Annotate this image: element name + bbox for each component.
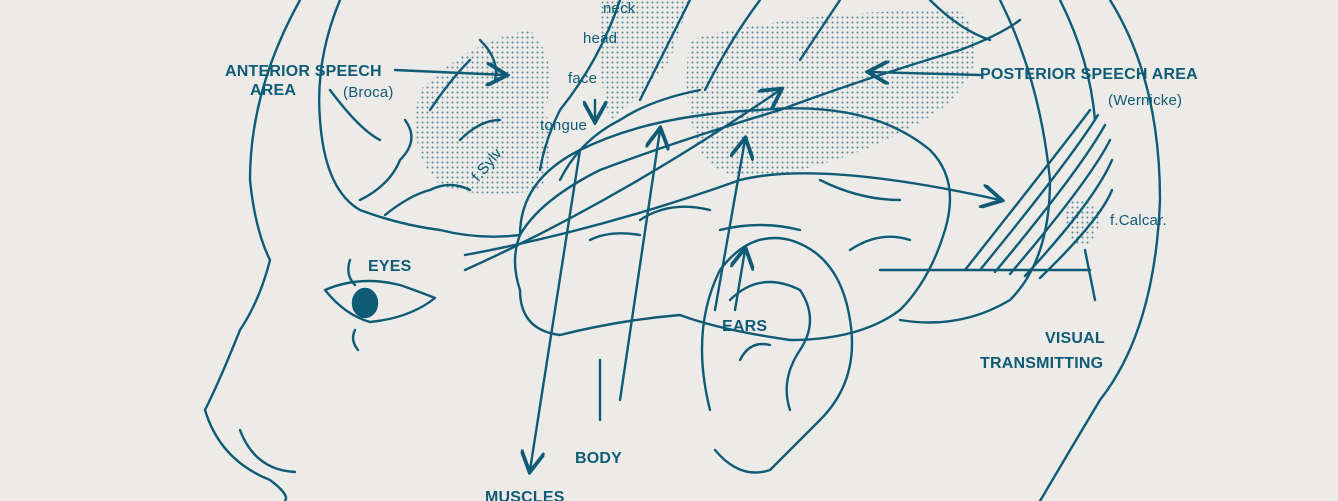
ears-label: EARS: [722, 318, 767, 336]
broca-label: (Broca): [343, 84, 394, 102]
wernicke-label: (Wernicke): [1108, 92, 1182, 110]
transmitting-label: TRANSMITTING: [980, 355, 1103, 373]
head-label: head: [583, 30, 617, 48]
eyes-label: EYES: [368, 258, 412, 276]
posterior-speech-label: POSTERIOR SPEECH AREA: [980, 66, 1198, 84]
tongue-label: tongue: [540, 117, 587, 135]
face-label: face: [568, 70, 597, 88]
ear-arrow-2: [735, 250, 745, 310]
anterior-speech-area-label: AREA: [250, 82, 296, 100]
eye-outline: [325, 281, 435, 322]
nose-line: [240, 430, 295, 472]
anterior-speech-label: ANTERIOR SPEECH: [225, 63, 382, 81]
body-label: BODY: [575, 450, 622, 468]
calcar-label: f.Calcar.: [1110, 212, 1167, 230]
muscles-label: MUSCLES: [485, 489, 565, 501]
ear-outline: [702, 238, 852, 473]
visual-label: VISUAL: [1045, 330, 1105, 348]
neck-label: neck: [603, 0, 636, 18]
